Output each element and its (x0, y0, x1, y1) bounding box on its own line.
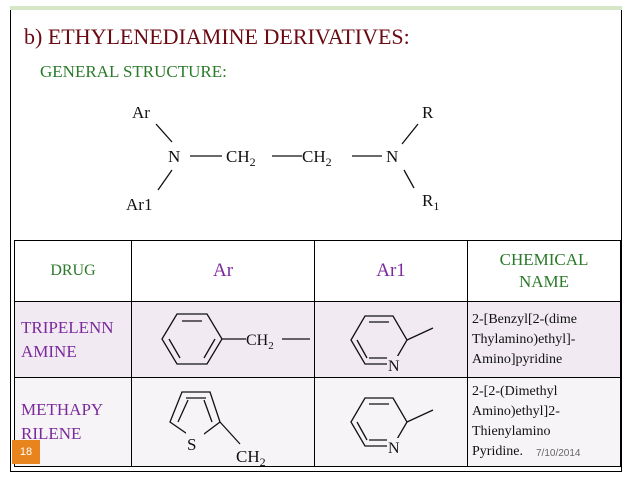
pyridine-n-label: N (388, 358, 400, 375)
ar-structure-benzyl: CH2 (131, 301, 315, 378)
bond-ar-n (155, 123, 173, 143)
pyridine-n-label: N (388, 440, 400, 457)
slide-subtitle: GENERAL STRUCTURE: (40, 62, 227, 81)
chemical-name-tripelennamine: 2-[Benzyl[2-(dime Thylamino)ethyl]- Amin… (467, 301, 621, 378)
chem-name-line: Thylamino)ethyl]- (472, 331, 576, 347)
pyridyl-structure: N (350, 315, 434, 375)
header-chemical-line2: NAME (518, 272, 570, 291)
thiophene-s-label: S (187, 435, 196, 454)
header-ar: Ar (131, 240, 315, 302)
chem-name-line: Thienylamino (472, 424, 551, 439)
header-chemical-line1: CHEMICAL (499, 250, 589, 269)
ar1-label: Ar1 (126, 195, 152, 214)
r-label: R (422, 103, 434, 122)
pyridyl-structure: N (350, 397, 434, 457)
chem-name-line: Amino]pyridine (472, 351, 563, 367)
drug-name-tripelennamine: TRIPELENN AMINE (14, 301, 132, 378)
thienyl-structure: S CH2 (169, 391, 266, 466)
n-right-label: N (386, 147, 398, 166)
slide-title: b) ETHYLENEDIAMINE DERIVATIVES: (24, 24, 410, 49)
chemical-name-methapyrilene: 2-[2-(Dimethyl Amino)ethyl]2- Thienylami… (467, 377, 621, 467)
chem-name-line: Pyridine. (472, 444, 523, 459)
general-structure-diagram: Ar N CH2 CH2 N R Ar1 R1 (126, 103, 439, 214)
header-ar1: Ar1 (314, 240, 468, 302)
chem-name-line: Amino)ethyl]2- (472, 404, 560, 419)
table-row: METHAPY RILENE S CH2 (14, 377, 621, 467)
chem-name-line: 2-[Benzyl[2-(dime (472, 311, 577, 327)
ch2-right-label: CH2 (302, 147, 332, 169)
table-header-row: DRUG Ar Ar1 CHEMICAL NAME (14, 240, 621, 302)
table-row: TRIPELENN AMINE CH2 (14, 301, 621, 378)
benzyl-structure: CH2 (161, 313, 310, 365)
ar1-structure-pyridyl: N (314, 301, 468, 378)
bond-n-ar1 (157, 169, 173, 191)
bond-n-r1 (403, 169, 415, 189)
ar1-structure-pyridyl: N (314, 377, 468, 467)
drug-name-line: RILENE (21, 424, 82, 443)
benzyl-ch2-label: CH2 (246, 332, 274, 352)
bond-n-r (401, 123, 419, 145)
drug-name-line: AMINE (21, 341, 77, 361)
slide-number-badge: 18 (12, 440, 40, 464)
ar-structure-thienyl: S CH2 (131, 377, 315, 467)
header-chemical-name: CHEMICAL NAME (467, 240, 621, 302)
n-left-label: N (168, 147, 180, 166)
top-stripe (10, 6, 622, 10)
r1-label: R1 (422, 191, 439, 213)
ar-label: Ar (132, 103, 150, 122)
slide-date: 7/10/2014 (536, 448, 581, 459)
chem-name-line: 2-[2-(Dimethyl (472, 384, 558, 399)
ch2-left-label: CH2 (226, 147, 256, 169)
header-drug: DRUG (14, 240, 132, 302)
drug-name-line: TRIPELENN (21, 317, 114, 337)
drug-table: DRUG Ar Ar1 CHEMICAL NAME TRIPELENN AMIN… (14, 240, 621, 467)
drug-name-line: METHAPY (21, 400, 104, 419)
thienyl-ch2-label: CH2 (236, 447, 266, 466)
